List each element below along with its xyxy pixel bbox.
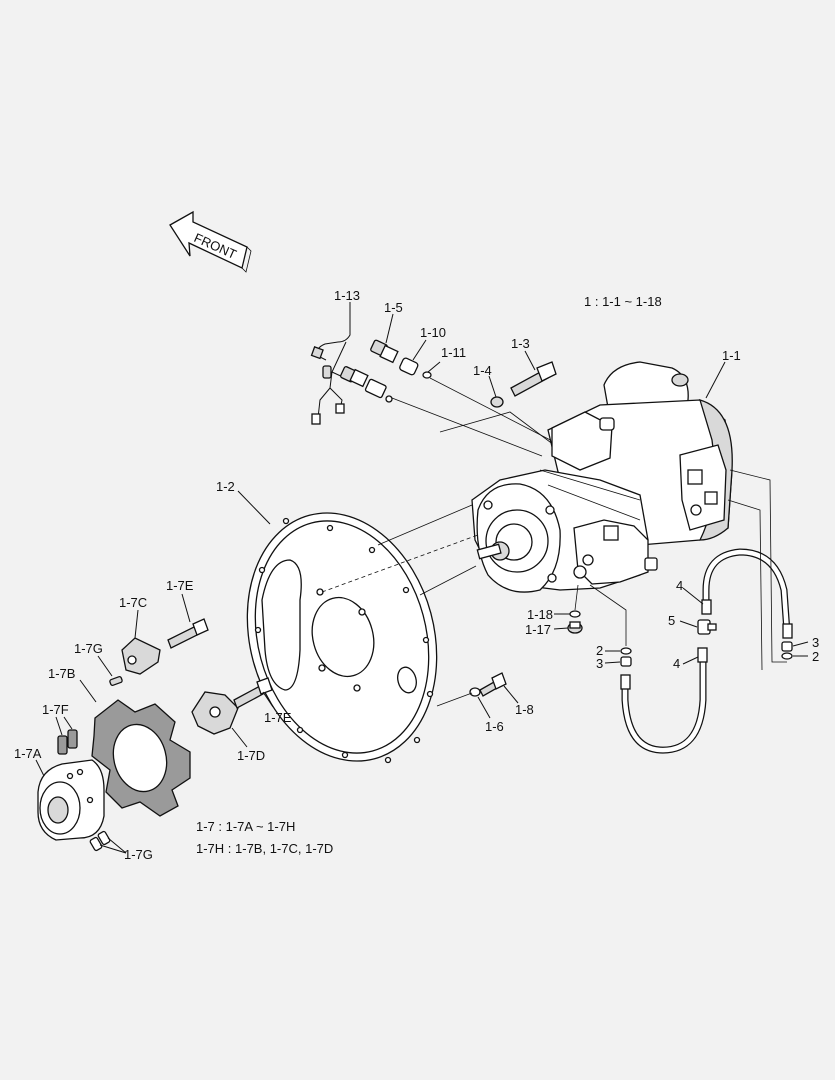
callout-1-8: 1-8: [515, 702, 534, 717]
callout-1-7b: 1-7B: [48, 666, 75, 681]
part-1-1-main-pump: [471, 361, 733, 593]
front-arrow: FRONT: [169, 210, 252, 273]
part-1-7g-setscrew-upper: [109, 676, 123, 686]
callout-4-lower: 4: [673, 656, 680, 671]
callout-3-left: 3: [596, 656, 603, 671]
part-1-7c-jaw: [121, 637, 161, 675]
callout-1-13: 1-13: [334, 288, 360, 303]
part-1-6-washer: [469, 687, 481, 697]
guide-line-sensors: [391, 397, 543, 457]
part-1-7d-jaw: [191, 691, 239, 735]
part-4-hose-upper: [701, 548, 793, 639]
callout-1-3: 1-3: [511, 336, 530, 351]
callout-1-7g-upper: 1-7G: [74, 641, 103, 656]
callout-3-right: 3: [812, 635, 819, 650]
part-3-fitting-left: [620, 656, 632, 667]
part-2-oring-right: [781, 652, 793, 660]
callout-1-7d: 1-7D: [237, 748, 265, 763]
callout-1-7e-upper: 1-7E: [166, 578, 194, 593]
callout-2-left: 2: [596, 643, 603, 658]
callout-1-7c: 1-7C: [119, 595, 147, 610]
callout-leader-lines: [35, 302, 809, 854]
part-1-7e-bolt-lower: [233, 677, 273, 709]
part-1-7f-setscrews: [57, 729, 78, 755]
part-1-13-harness: [310, 312, 351, 425]
note-assembly-1-7: 1-7 : 1-7A ~ 1-7H: [196, 819, 295, 834]
part-1-10-fitting: [399, 357, 432, 379]
part-1-3-bolt: [510, 361, 557, 397]
callout-1-2: 1-2: [216, 479, 235, 494]
part-1-7b-elastomer: [91, 699, 191, 817]
part-1-17-plug: [567, 621, 583, 634]
part-4-hose-lower: [620, 647, 708, 754]
callout-1-18: 1-18: [527, 607, 553, 622]
callout-1-7g-lower: 1-7G: [124, 847, 153, 862]
callout-1-7e-lower: 1-7E: [264, 710, 292, 725]
callout-1-4: 1-4: [473, 363, 492, 378]
part-1-7e-bolt-upper: [167, 618, 209, 649]
part-1-8-bolt: [479, 672, 507, 697]
callout-1-17: 1-17: [525, 622, 551, 637]
part-1-7a-hub: [37, 759, 105, 841]
callout-1-6: 1-6: [485, 719, 504, 734]
part-1-18-oring: [569, 610, 581, 618]
part-1-2-flange-plate: [246, 512, 438, 764]
part-1-4-washer: [490, 396, 504, 408]
callout-1-11: 1-11: [441, 345, 466, 360]
note-assembly-1: 1 : 1-1 ~ 1-18: [584, 294, 662, 309]
note-assembly-1-7h: 1-7H : 1-7B, 1-7C, 1-7D: [196, 841, 333, 856]
part-1-5-sensor: [340, 339, 399, 403]
callout-1-7f: 1-7F: [42, 702, 69, 717]
callout-1-10: 1-10: [420, 325, 446, 340]
part-5-fitting: [697, 619, 717, 635]
callout-5: 5: [668, 613, 675, 628]
callout-1-7a: 1-7A: [14, 746, 42, 761]
callout-2-right: 2: [812, 649, 819, 664]
part-2-oring-left: [620, 647, 632, 655]
callout-4-upper: 4: [676, 578, 683, 593]
callout-1-5: 1-5: [384, 300, 403, 315]
part-1-7g-setscrews-lower: [89, 830, 111, 852]
callout-1-1: 1-1: [722, 348, 741, 363]
part-3-fitting-right: [781, 641, 793, 652]
